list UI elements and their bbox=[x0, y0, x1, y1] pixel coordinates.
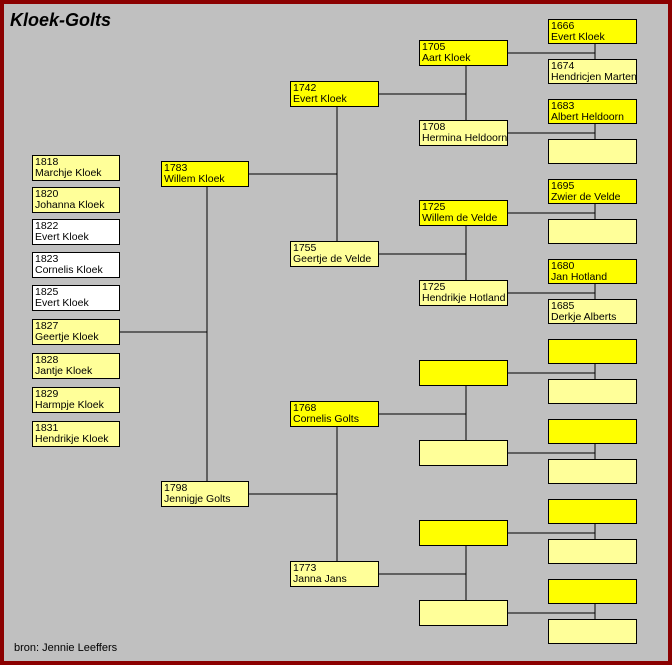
person-name: Hendrikje Hotland bbox=[422, 292, 506, 304]
child-name: Geertje Kloek bbox=[35, 331, 99, 343]
child-year: 1825 bbox=[35, 286, 59, 298]
great-grandparent-box bbox=[419, 600, 508, 626]
child-year: 1831 bbox=[35, 422, 59, 434]
person-name: Hendricjen Martens bbox=[551, 71, 637, 83]
person-year: 1674 bbox=[551, 60, 575, 72]
child-name: Evert Kloek bbox=[35, 231, 89, 243]
great-great-grandparent-box bbox=[548, 459, 637, 484]
person-name: Geertje de Velde bbox=[293, 253, 372, 265]
great-grandparent-box bbox=[419, 520, 508, 546]
person-year: 1705 bbox=[422, 41, 446, 53]
person-year: 1768 bbox=[293, 402, 317, 414]
great-great-grandparent-box bbox=[548, 539, 637, 564]
chart-title: Kloek-Golts bbox=[10, 10, 112, 30]
person-year: 1666 bbox=[551, 20, 575, 32]
great-grandparent-box bbox=[419, 360, 508, 386]
person-year: 1680 bbox=[551, 260, 575, 272]
child-name: Johanna Kloek bbox=[35, 199, 105, 211]
person-name: Albert Heldoorn bbox=[551, 111, 624, 123]
person-year: 1755 bbox=[293, 242, 317, 254]
child-name: Marchje Kloek bbox=[35, 167, 102, 179]
great-great-grandparent-box bbox=[548, 379, 637, 404]
child-year: 1822 bbox=[35, 220, 59, 232]
person-year: 1725 bbox=[422, 281, 446, 293]
child-year: 1827 bbox=[35, 320, 59, 332]
person-name: Janna Jans bbox=[293, 573, 347, 585]
person-year: 1798 bbox=[164, 482, 188, 494]
source-credit: bron: Jennie Leeffers bbox=[14, 642, 118, 654]
person-name: Hermina Heldoorn bbox=[422, 132, 508, 144]
great-great-grandparent-box bbox=[548, 419, 637, 444]
child-year: 1818 bbox=[35, 156, 59, 168]
child-name: Harmpje Kloek bbox=[35, 399, 104, 411]
great-great-grandparent-box bbox=[548, 619, 637, 644]
person-name: Evert Kloek bbox=[551, 31, 605, 43]
great-great-grandparent-box bbox=[548, 339, 637, 364]
child-year: 1820 bbox=[35, 188, 59, 200]
child-year: 1823 bbox=[35, 253, 59, 265]
person-name: Zwier de Velde bbox=[551, 191, 621, 203]
child-name: Cornelis Kloek bbox=[35, 264, 103, 276]
child-name: Evert Kloek bbox=[35, 297, 89, 309]
person-year: 1773 bbox=[293, 562, 317, 574]
person-name: Aart Kloek bbox=[422, 52, 471, 64]
person-year: 1683 bbox=[551, 100, 575, 112]
great-great-grandparent-box bbox=[548, 499, 637, 524]
person-year: 1685 bbox=[551, 300, 575, 312]
great-great-grandparent-box bbox=[548, 139, 637, 164]
great-great-grandparent-box bbox=[548, 219, 637, 244]
child-name: Hendrikje Kloek bbox=[35, 433, 109, 445]
person-name: Cornelis Golts bbox=[293, 413, 359, 425]
person-year: 1725 bbox=[422, 201, 446, 213]
person-year: 1695 bbox=[551, 180, 575, 192]
person-name: Evert Kloek bbox=[293, 93, 347, 105]
person-name: Willem de Velde bbox=[422, 212, 498, 224]
person-name: Jan Hotland bbox=[551, 271, 608, 283]
person-year: 1742 bbox=[293, 82, 317, 94]
great-grandparent-box bbox=[419, 440, 508, 466]
great-great-grandparent-box bbox=[548, 579, 637, 604]
child-name: Jantje Kloek bbox=[35, 365, 93, 377]
person-year: 1708 bbox=[422, 121, 446, 133]
person-name: Willem Kloek bbox=[164, 173, 225, 185]
person-name: Derkje Alberts bbox=[551, 311, 617, 323]
child-year: 1828 bbox=[35, 354, 59, 366]
person-year: 1783 bbox=[164, 162, 188, 174]
person-name: Jennigje Golts bbox=[164, 493, 231, 505]
child-year: 1829 bbox=[35, 388, 59, 400]
